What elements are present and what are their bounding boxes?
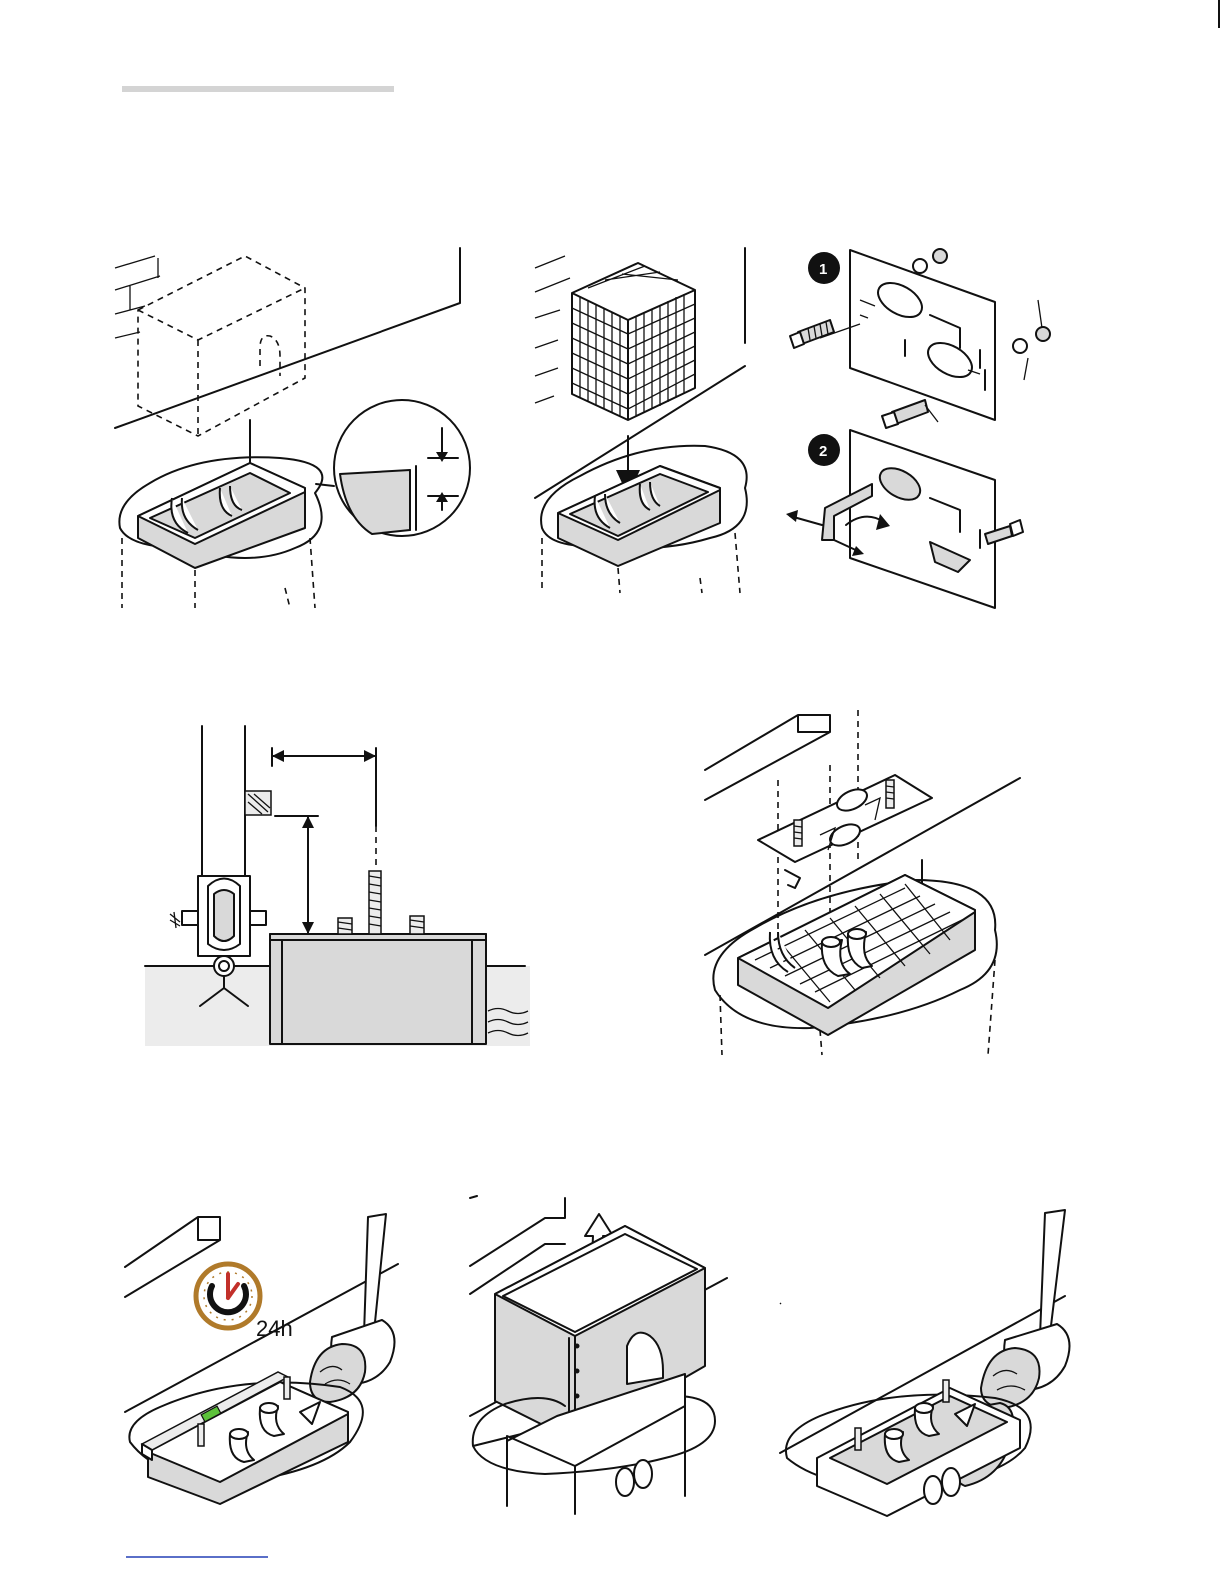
figure-formwork-insertion	[110, 248, 480, 608]
figure-cross-section-measurement	[140, 726, 540, 1056]
shovel-icon-2	[981, 1210, 1070, 1408]
step-2: 2	[786, 430, 1023, 608]
dimension-vertical	[275, 816, 318, 934]
concrete-hole-2	[541, 446, 747, 593]
mesh-cage	[572, 263, 695, 420]
gate-post	[202, 726, 271, 876]
dimension-horizontal	[272, 748, 376, 866]
step-1: 1	[790, 249, 1050, 428]
hole-with-mesh	[713, 875, 996, 1055]
figure-plate-placement	[700, 710, 1040, 1060]
figure-formwork-removal	[465, 1196, 735, 1516]
anchor-plate	[758, 775, 932, 888]
figure-reinforcement-mesh	[530, 248, 760, 598]
detail-magnifier	[316, 400, 470, 536]
foundation-block	[270, 871, 486, 1044]
figure-anchor-plate-assembly: 1 2	[780, 240, 1090, 620]
figure-backfill	[775, 1208, 1075, 1518]
header-rule	[122, 86, 394, 92]
step-badge-1-label: 1	[819, 261, 827, 278]
step-badge-2-label: 2	[819, 443, 827, 460]
footer-link-underline	[126, 1556, 268, 1558]
formwork-box-dashed	[138, 256, 305, 436]
figure-leveling-curing: 24h	[120, 1212, 410, 1512]
shovel-icon	[310, 1214, 395, 1402]
page-edge-mark	[1218, 0, 1220, 28]
curing-time-label: 24h	[256, 1316, 293, 1341]
concrete-hole	[119, 457, 322, 608]
clock-icon	[196, 1264, 260, 1328]
